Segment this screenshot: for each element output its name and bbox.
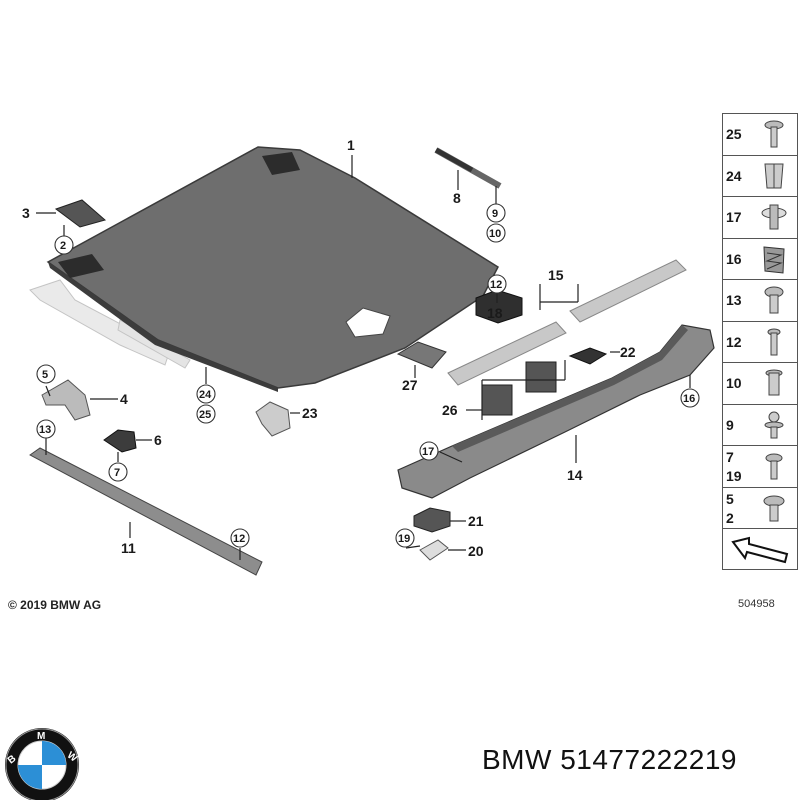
callout-25: 25: [199, 409, 211, 421]
legend-row: 7 19: [722, 445, 798, 487]
floor-panel: [29, 146, 499, 392]
callout-6: 6: [154, 432, 162, 448]
legend-row: 5 2: [722, 486, 798, 528]
bolt-icon: [767, 328, 781, 355]
callout-20: 20: [468, 543, 484, 559]
screw-icon: [764, 120, 784, 148]
part-23-bracket: [255, 401, 291, 437]
legend-number: 9: [726, 416, 734, 433]
callout-7: 7: [114, 467, 120, 479]
circled-callouts: 2 9 10 12 16 17 5 7 13 12 24 25 19: [36, 203, 700, 548]
callout-15: 15: [548, 267, 564, 283]
part-15-trim: [447, 259, 687, 386]
callout-2: 2: [60, 240, 66, 252]
bmw-logo: B M W: [5, 728, 79, 800]
callout-12-bottom: 12: [233, 533, 245, 545]
legend-row: 24: [722, 154, 798, 196]
direction-arrow-icon: [731, 536, 789, 564]
part-3-cover: [54, 199, 107, 228]
legend-number: 16: [726, 250, 742, 267]
callout-5: 5: [42, 369, 48, 381]
callout-14: 14: [567, 467, 583, 483]
part-6-cap: [103, 429, 137, 453]
part-21-holder: [413, 507, 451, 533]
legend-number: 19: [726, 468, 742, 484]
legend-number: 2: [726, 509, 734, 526]
callout-16: 16: [683, 393, 695, 405]
part-22-bracket: [568, 347, 608, 365]
flange-screw-icon: [763, 495, 785, 521]
callout-9: 9: [492, 208, 498, 220]
callout-27: 27: [402, 377, 418, 393]
callout-10: 10: [489, 228, 501, 240]
ball-stud-icon: [764, 411, 784, 438]
part-27-handle: [396, 341, 447, 369]
callout-3: 3: [22, 205, 30, 221]
callout-26: 26: [442, 402, 458, 418]
clip-icon: [761, 204, 787, 230]
torx-screw-icon: [764, 286, 784, 314]
legend-row: 12: [722, 320, 798, 362]
legend-number: 5: [726, 490, 734, 507]
copyright-text: © 2019 BMW AG: [8, 598, 102, 612]
legend-number: 24: [726, 167, 742, 184]
expanding-nut-icon: [764, 163, 784, 188]
callout-8: 8: [453, 190, 461, 206]
legend-row: 9: [722, 403, 798, 445]
hex-screw-icon: [765, 453, 783, 480]
part-11-rail: [29, 447, 263, 576]
callout-13: 13: [39, 424, 51, 436]
callout-4: 4: [120, 391, 128, 407]
callout-12-top: 12: [490, 279, 502, 291]
legend-row: [722, 528, 798, 570]
legend-number: 17: [726, 209, 742, 225]
part-8-strut: [434, 147, 502, 189]
leader-lines: [36, 155, 691, 560]
callout-21: 21: [468, 513, 484, 529]
part-number-caption: BMW 51477222219: [482, 744, 738, 775]
legend-number: 25: [726, 126, 742, 142]
callout-24: 24: [199, 389, 212, 401]
callout-22: 22: [620, 344, 636, 360]
legend-row: 16: [722, 237, 798, 279]
svg-text:M: M: [37, 731, 45, 742]
callout-17: 17: [422, 446, 434, 458]
callout-11: 11: [121, 540, 136, 556]
legend-row: 17: [722, 196, 798, 238]
callout-1: 1: [347, 137, 355, 153]
callout-18: 18: [487, 305, 503, 321]
legend-number: 7: [726, 449, 734, 465]
legend-number: 13: [726, 292, 742, 308]
part-14-sill-trim: [397, 324, 715, 499]
callout-23: 23: [302, 405, 318, 421]
diagram-number: 504958: [738, 598, 775, 610]
legend-number: 12: [726, 333, 742, 350]
fastener-legend: 25 24 17 16 13 12 10 9 7 19 5 2: [722, 113, 798, 570]
part-4-bracket: [41, 379, 91, 421]
legend-row: 13: [722, 279, 798, 321]
legend-row: 25: [722, 113, 798, 155]
spring-nut-icon: [763, 245, 785, 274]
callout-labels: 1 3 8 15 18 22 27 26 14 4 6 11 23 21 20: [22, 137, 636, 559]
part-20-loop: [419, 539, 449, 561]
rivet-nut-icon: [765, 369, 783, 396]
legend-row: 10: [722, 362, 798, 404]
legend-number: 10: [726, 375, 742, 391]
part-26-clips: [481, 361, 557, 416]
callout-19: 19: [398, 533, 410, 545]
